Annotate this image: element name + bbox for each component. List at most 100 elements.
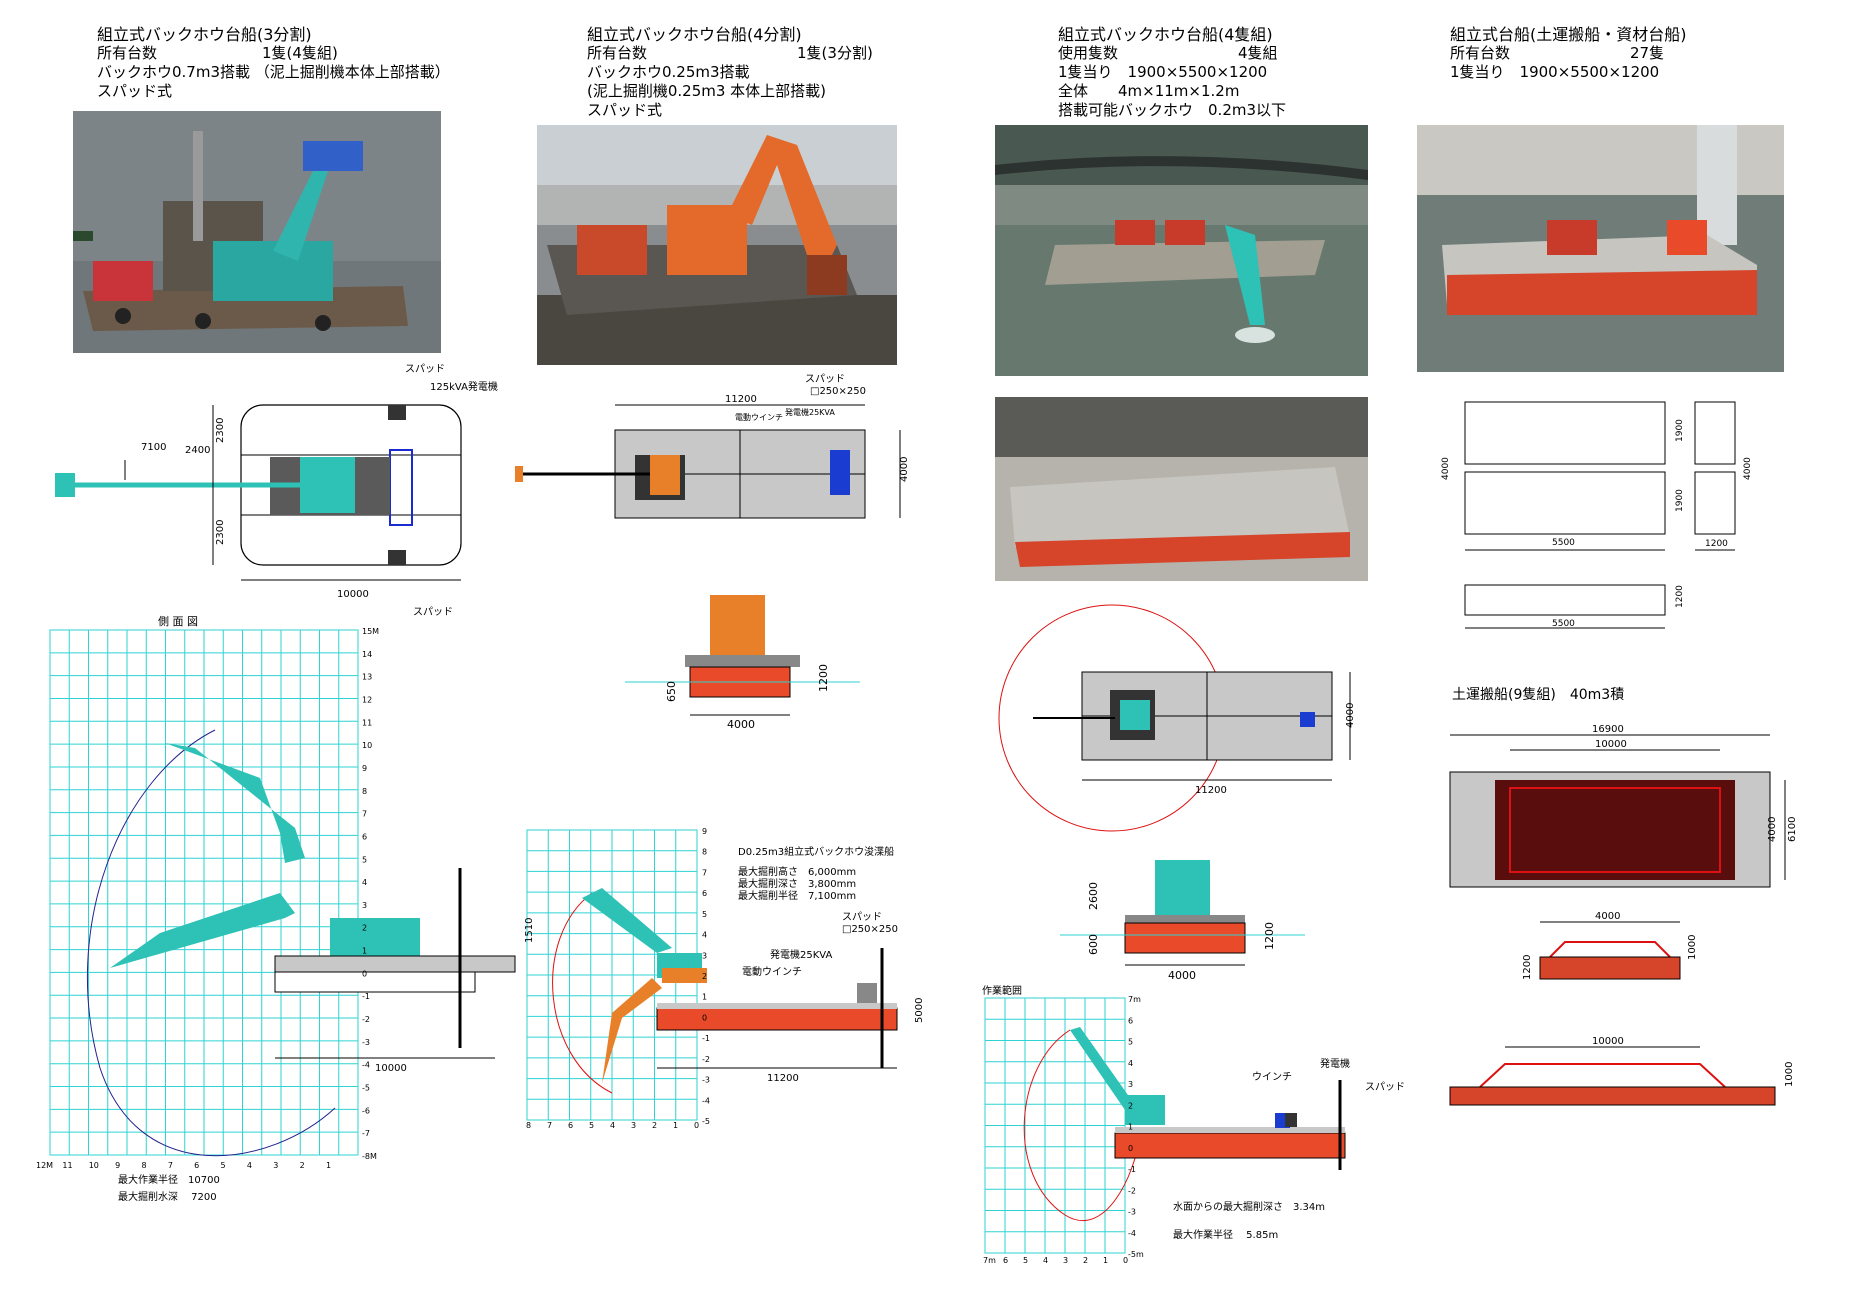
col1-dim-reach: 7100 [141,442,166,453]
col4-barge-side-len: 10000 [1592,1036,1624,1047]
y-tick-label: 3 [362,901,367,910]
col3-title: 組立式バックホウ台船(4隻組) [1058,25,1273,44]
x-tick-label: 1 [1103,1256,1108,1265]
material-barge-photo [1417,125,1784,372]
col2-line4: スパッド式 [587,101,663,119]
x-tick-label: 12M [36,1161,53,1170]
col1-spud-top-label: スパッド [405,363,445,375]
y-tick-label: 2 [362,924,367,933]
y-tick-label: 0 [362,969,367,978]
y-tick-label: -1 [702,1034,710,1043]
x-tick-label: 1 [326,1161,331,1170]
col1-side-notes: 最大作業半径 10700 最大掘削水深 7200 [118,1172,220,1206]
x-tick-label: 6 [194,1161,199,1170]
y-tick-label: -5 [702,1117,710,1126]
col3-front-h3: 1200 [1263,922,1276,950]
y-tick-label: 5 [362,855,367,864]
col4-unit-w: 5500 [1552,538,1575,548]
x-tick-label: 4 [1043,1256,1048,1265]
col1-title: 組立式バックホウ台船(3分割) [97,25,312,44]
col2-front-h1: 1200 [817,664,830,692]
col2-plan-view: 11200 スパッド □250×250 電動ウインチ 発電機25KVA 4000 [515,373,910,519]
col2-side-view: 11200 1510 5000 スパッド □250×250 発電機25KVA 電… [524,827,925,1130]
col2-side-title: D0.25m3組立式バックホウ浚渫船 [738,847,895,858]
y-tick-label: 11 [362,718,372,727]
col3-side-note2: 最大作業半径 5.85m [1173,1228,1278,1241]
col4-photo [1417,125,1784,372]
col2-plan-spud-size: □250×250 [810,386,866,397]
col4-barge-front-h2: 1000 [1687,935,1698,960]
col1-side-len: 10000 [375,1063,407,1074]
col2-side-gen: 発電機25KVA [770,948,832,961]
x-tick-label: 4 [610,1121,615,1130]
col1-line3: スパッド式 [97,82,173,100]
x-tick-label: 5 [1023,1256,1028,1265]
col4-barge-len2: 10000 [1595,739,1627,750]
x-tick-label: 8 [526,1121,531,1130]
y-tick-label: 7 [702,868,707,877]
col2-line1: 所有台数 1隻(3分割) [587,44,873,62]
col2-line2: バックホウ0.25m3搭載 [587,63,750,81]
col2-line3: (泥上掘削機0.25m3 本体上部搭載) [587,82,827,100]
col1-header: 組立式バックホウ台船(3分割) 所有台数 1隻(4隻組) バックホウ0.7m3搭… [97,25,450,101]
col2-side-spud-len: 5000 [914,998,925,1023]
col3-line4: 搭載可能バックホウ 0.2m3以下 [1058,101,1287,119]
col4-unit-total: 4000 [1441,457,1451,480]
col2-plan-len: 11200 [725,394,757,405]
col2-plan-gen: 発電機25KVA [785,407,835,417]
col2-plan-winch: 電動ウインチ [735,413,783,422]
col2-front-h2: 650 [665,681,678,702]
y-tick-label: 6 [362,832,367,841]
y-tick-label: -5m [1128,1250,1144,1259]
col1-note1: 最大作業半径 10700 [118,1175,220,1186]
col4-title: 組立式台船(土運搬船・資材台船) [1450,25,1687,44]
excavator-barge-photo-2 [537,125,897,365]
col3-plan-view: 11200 4000 [998,604,1356,832]
col1-line1: 所有台数 1隻(4隻組) [97,44,338,62]
y-tick-label: 4 [1128,1059,1133,1068]
col4-barge-len1: 16900 [1592,724,1624,735]
col3-side-gen: 発電機 [1320,1057,1350,1070]
y-tick-label: -7 [362,1129,370,1138]
y-tick-label: 8 [702,848,707,857]
col2-photo [537,125,897,365]
col3-front-w: 4000 [1168,969,1196,982]
col4-unit-h2: 1900 [1675,489,1685,512]
y-tick-label: 6 [1128,1016,1133,1025]
y-tick-label: 9 [702,827,707,836]
col4-unit-elev-w: 5500 [1552,619,1575,629]
col2-side-specs: D0.25m3組立式バックホウ浚渫船 最大掘削高さ 6,000mm 最大掘削深さ… [738,847,894,903]
col3-photo-top [995,125,1368,376]
col4-unit-side-total: 4000 [1743,457,1753,480]
x-tick-label: 0 [694,1121,699,1130]
col3-front-h1: 2600 [1087,882,1100,910]
y-tick-label: 12 [362,695,372,704]
col4-line2: 1隻当り 1900×5500×1200 [1450,63,1660,81]
col3-line2: 1隻当り 1900×5500×1200 [1058,63,1268,81]
col4-barge-front-h1: 1200 [1522,955,1533,980]
x-tick-label: 9 [115,1161,120,1170]
col4-barge-w2: 6100 [1787,817,1798,842]
col2-side-spud-size: □250×250 [842,924,898,935]
col2-header: 組立式バックホウ台船(4分割) 所有台数 1隻(3分割) バックホウ0.25m3… [587,25,873,120]
y-tick-label: 3 [702,951,707,960]
x-tick-label: 6 [1003,1256,1008,1265]
x-tick-label: 2 [300,1161,305,1170]
col1-note2: 最大掘削水深 7200 [118,1192,217,1203]
x-tick-label: 2 [1083,1256,1088,1265]
y-tick-label: 1 [1128,1123,1133,1132]
col1-line2: バックホウ0.7m3搭載 （泥上掘削機本体上部搭載） [97,63,450,81]
x-tick-label: 7 [547,1121,552,1130]
x-tick-label: 11 [62,1161,72,1170]
col1-dim-a: 2400 [185,445,210,456]
col2-side-winch: 電動ウインチ [742,965,802,978]
y-tick-label: 2 [702,972,707,981]
x-tick-label: 5 [589,1121,594,1130]
x-tick-label: 8 [141,1161,146,1170]
y-tick-label: 14 [362,650,372,659]
col4-barge-side-h: 1000 [1784,1062,1795,1087]
y-tick-label: 6 [702,889,707,898]
